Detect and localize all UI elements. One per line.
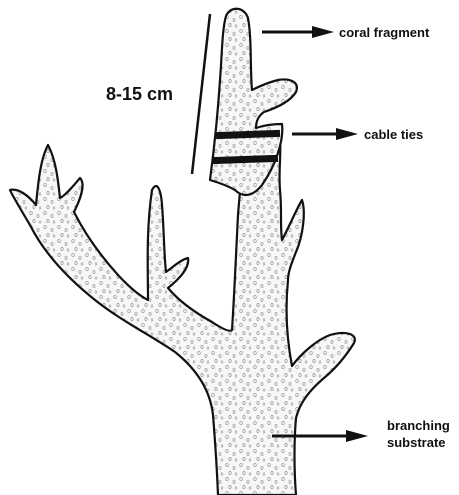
coral-fragment-label: coral fragment xyxy=(339,25,430,40)
branching-substrate-label-line2: substrate xyxy=(387,435,446,450)
measurement-line xyxy=(192,14,210,174)
cable-ties-arrow xyxy=(292,128,358,140)
branching-substrate-shape xyxy=(10,128,355,495)
measurement-label: 8-15 cm xyxy=(106,84,173,104)
coral-fragment-shape xyxy=(210,9,297,195)
cable-ties-label: cable ties xyxy=(364,127,423,142)
branching-substrate-label-line1: branching xyxy=(387,418,450,433)
coral-fragment-arrow xyxy=(262,26,334,38)
